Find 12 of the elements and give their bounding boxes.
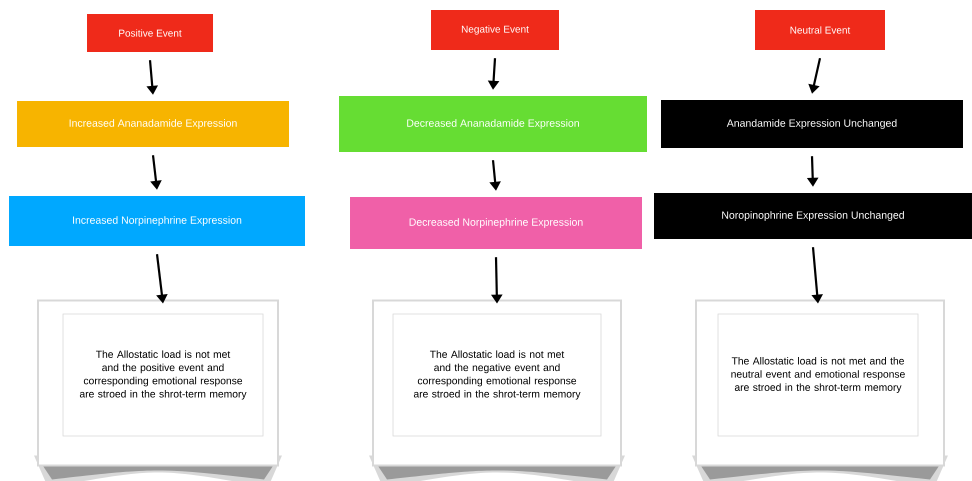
memory-card: The Allostatic load is not met and the positive event and corresponding emotional response are stroed in the shrot-term memory: [34, 300, 282, 481]
process-box: Decreased Ananadamide Expression: [339, 96, 647, 152]
process-box: Anandamide Expression Unchanged: [661, 100, 963, 148]
memory-card: The Allostatic load is not met and the negative event and corresponding emotional response are stroed in the shrot-term memory: [369, 300, 625, 481]
process-box: Noropinophrine Expression Unchanged: [654, 193, 972, 239]
memory-card: The Allostatic load is not met and the neutral event and emotional response are stroed in the shrot-term memory: [692, 300, 948, 481]
event-box: Negative Event: [431, 10, 559, 50]
process-box: Decreased Norpinephrine Expression: [350, 197, 642, 249]
process-box: Increased Ananadamide Expression: [17, 101, 289, 147]
event-box: Neutral Event: [755, 10, 885, 50]
process-box: Increased Norpinephrine Expression: [9, 196, 305, 246]
event-box: Positive Event: [87, 14, 213, 52]
